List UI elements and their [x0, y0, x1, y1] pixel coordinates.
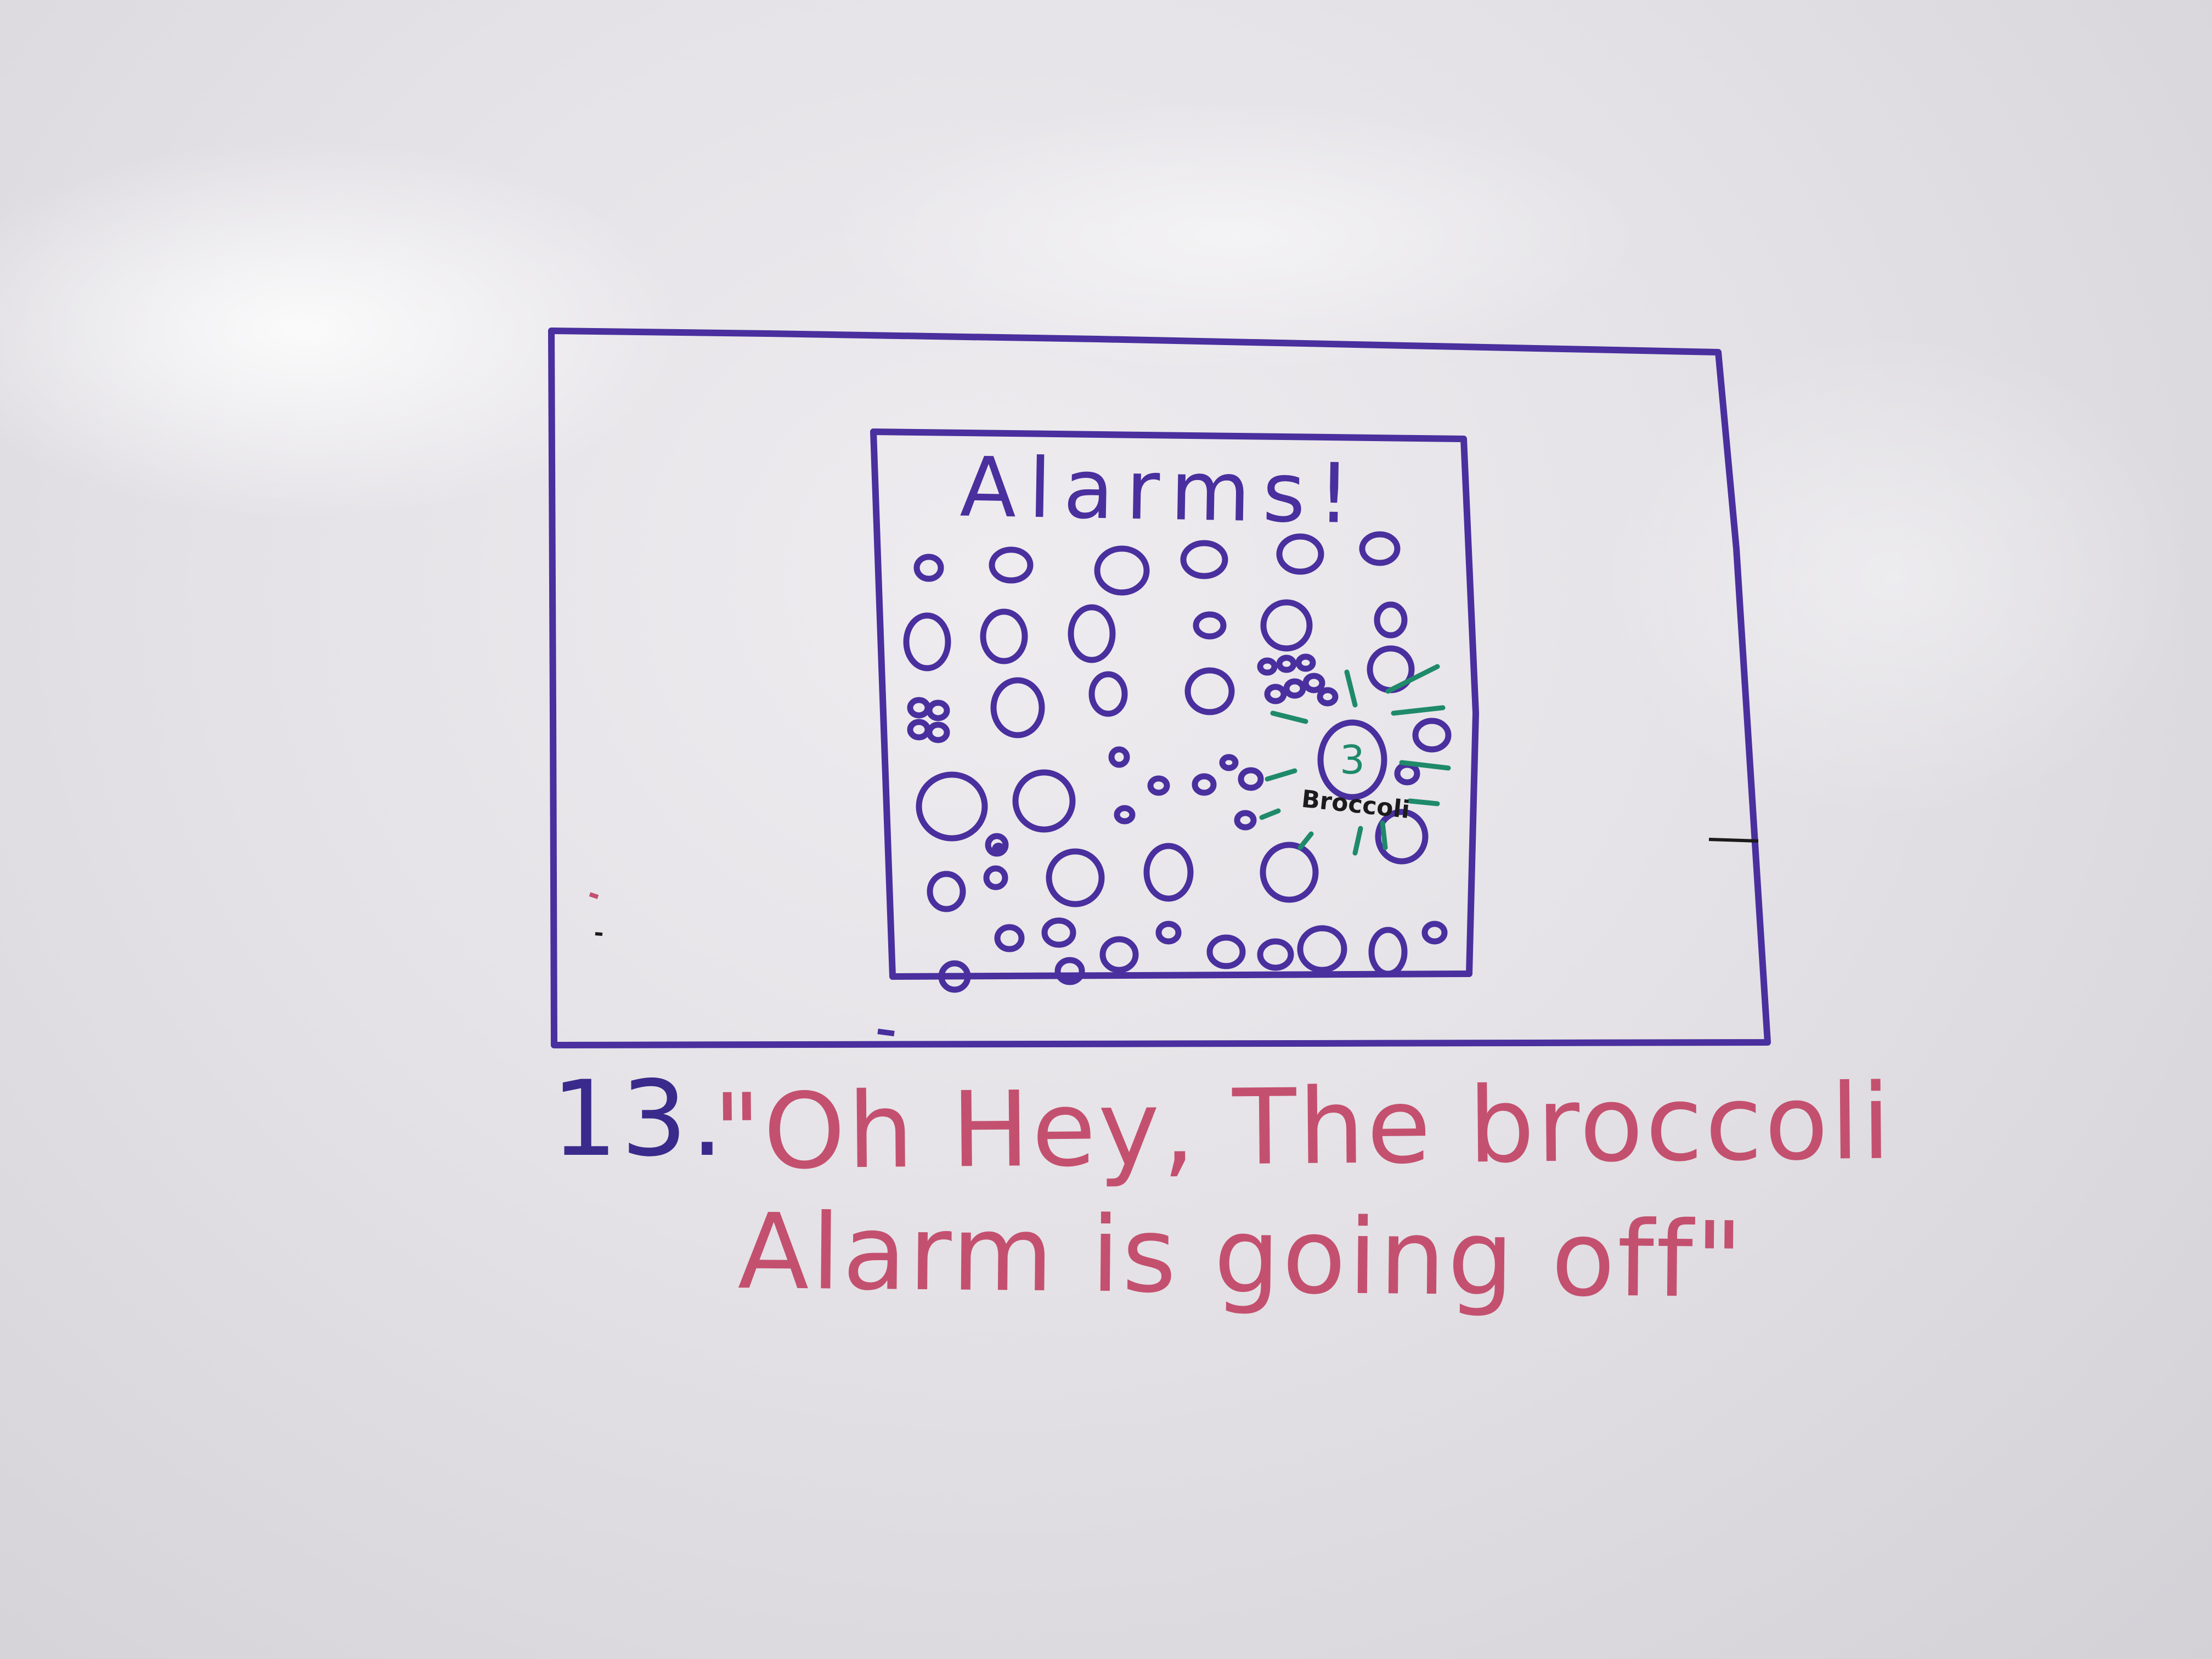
alarm-circle: [1260, 842, 1319, 903]
alarm-circle: [1421, 921, 1448, 945]
alarm-circle: [913, 554, 944, 582]
alarm-circle: [980, 608, 1028, 664]
alarm-circle: [1375, 809, 1429, 865]
alarm-circle: [1088, 671, 1128, 717]
alarm-circle: [1180, 540, 1228, 579]
alarm-circle: [1394, 761, 1420, 786]
alarm-circle: [1276, 533, 1324, 575]
caption-line-2: Alarm is going off": [737, 1190, 1746, 1322]
alarm-circle: [1368, 927, 1408, 977]
screen-title: Alarms!: [959, 439, 1364, 543]
alarm-circle: [1147, 775, 1170, 796]
outer-device-frame: [548, 328, 1771, 1048]
alert-ray: [1344, 669, 1358, 708]
alarm-circle: [1192, 773, 1217, 796]
alarm-circle: [926, 721, 950, 743]
alarm-circle: [1257, 657, 1278, 676]
edge-tick: [1708, 838, 1759, 843]
alarm-circle: [1295, 653, 1316, 672]
alarm-circle: [938, 960, 971, 993]
alarm-circle: [907, 697, 931, 719]
alarm-circle: [1238, 767, 1264, 791]
alarm-circle: [1297, 925, 1347, 973]
alarm-circle: [1276, 654, 1297, 673]
alarm-circle: [1041, 917, 1076, 948]
caption-number: 13.: [551, 1058, 727, 1180]
alert-ray: [1297, 831, 1314, 850]
alarm-circle: [1219, 754, 1239, 771]
alert-ray: [1399, 760, 1451, 771]
alarm-dot: [992, 843, 1005, 856]
alarm-circle: [1068, 604, 1116, 663]
alert-ray: [1380, 820, 1388, 850]
alarm-circle: [990, 677, 1045, 738]
alarms-panel-frame: [870, 428, 1479, 980]
alert-ray: [1259, 808, 1281, 820]
alarm-circle: [1359, 531, 1401, 566]
alarm-circle: [907, 719, 931, 741]
broccoli-alarm-circle: [1317, 719, 1387, 800]
alarm-count-badge: 3: [1340, 737, 1365, 783]
alarm-circle: [1193, 611, 1227, 640]
alarm-circle-grid: [903, 531, 1452, 993]
alarm-circle: [1412, 718, 1452, 753]
alarm-circle: [1374, 601, 1408, 639]
alert-rays: [1259, 664, 1451, 856]
alarm-circle: [1046, 848, 1105, 907]
alert-ray: [1352, 826, 1363, 856]
alarm-circle: [1283, 678, 1306, 699]
light-glare: [1591, 329, 2194, 823]
alarm-circle: [983, 865, 1008, 890]
alarm-circle: [1114, 805, 1136, 825]
alarm-circle: [989, 546, 1034, 584]
alarm-circle: [1054, 957, 1085, 985]
alarm-circle: [994, 924, 1025, 952]
alarm-circle: [927, 871, 966, 912]
alert-ray: [1270, 710, 1308, 724]
alarm-circle: [916, 771, 988, 842]
alarm-circle: [1302, 673, 1325, 693]
alarm-circle: [1317, 687, 1339, 707]
alarm-circle: [1264, 684, 1287, 704]
alert-ray: [1265, 768, 1297, 782]
alarm-circle: [1234, 810, 1257, 831]
alert-ray: [1407, 798, 1440, 806]
alarm-circle: [1094, 545, 1150, 596]
alarm-circle: [1155, 921, 1182, 945]
alarm-circle: [903, 612, 951, 672]
alarm-circle: [1143, 843, 1194, 902]
alarm-circle: [926, 699, 950, 721]
alarm-circle: [1257, 938, 1294, 971]
alarm-circle: [1260, 599, 1313, 652]
alarm-circle: [1012, 769, 1076, 833]
light-glare: [823, 99, 1646, 373]
alert-ray: [1385, 664, 1440, 694]
alarm-circle: [1206, 934, 1246, 969]
alarm-circle: [1099, 936, 1139, 973]
edge-tick: [589, 892, 599, 899]
alert-ray: [1391, 705, 1446, 716]
alarm-circle: [1184, 667, 1235, 715]
caption-line-1: "Oh Hey, The broccoli: [713, 1061, 1893, 1193]
alarm-circle: [1108, 746, 1130, 768]
alarms-panel-frame-shadow: [877, 1029, 895, 1036]
